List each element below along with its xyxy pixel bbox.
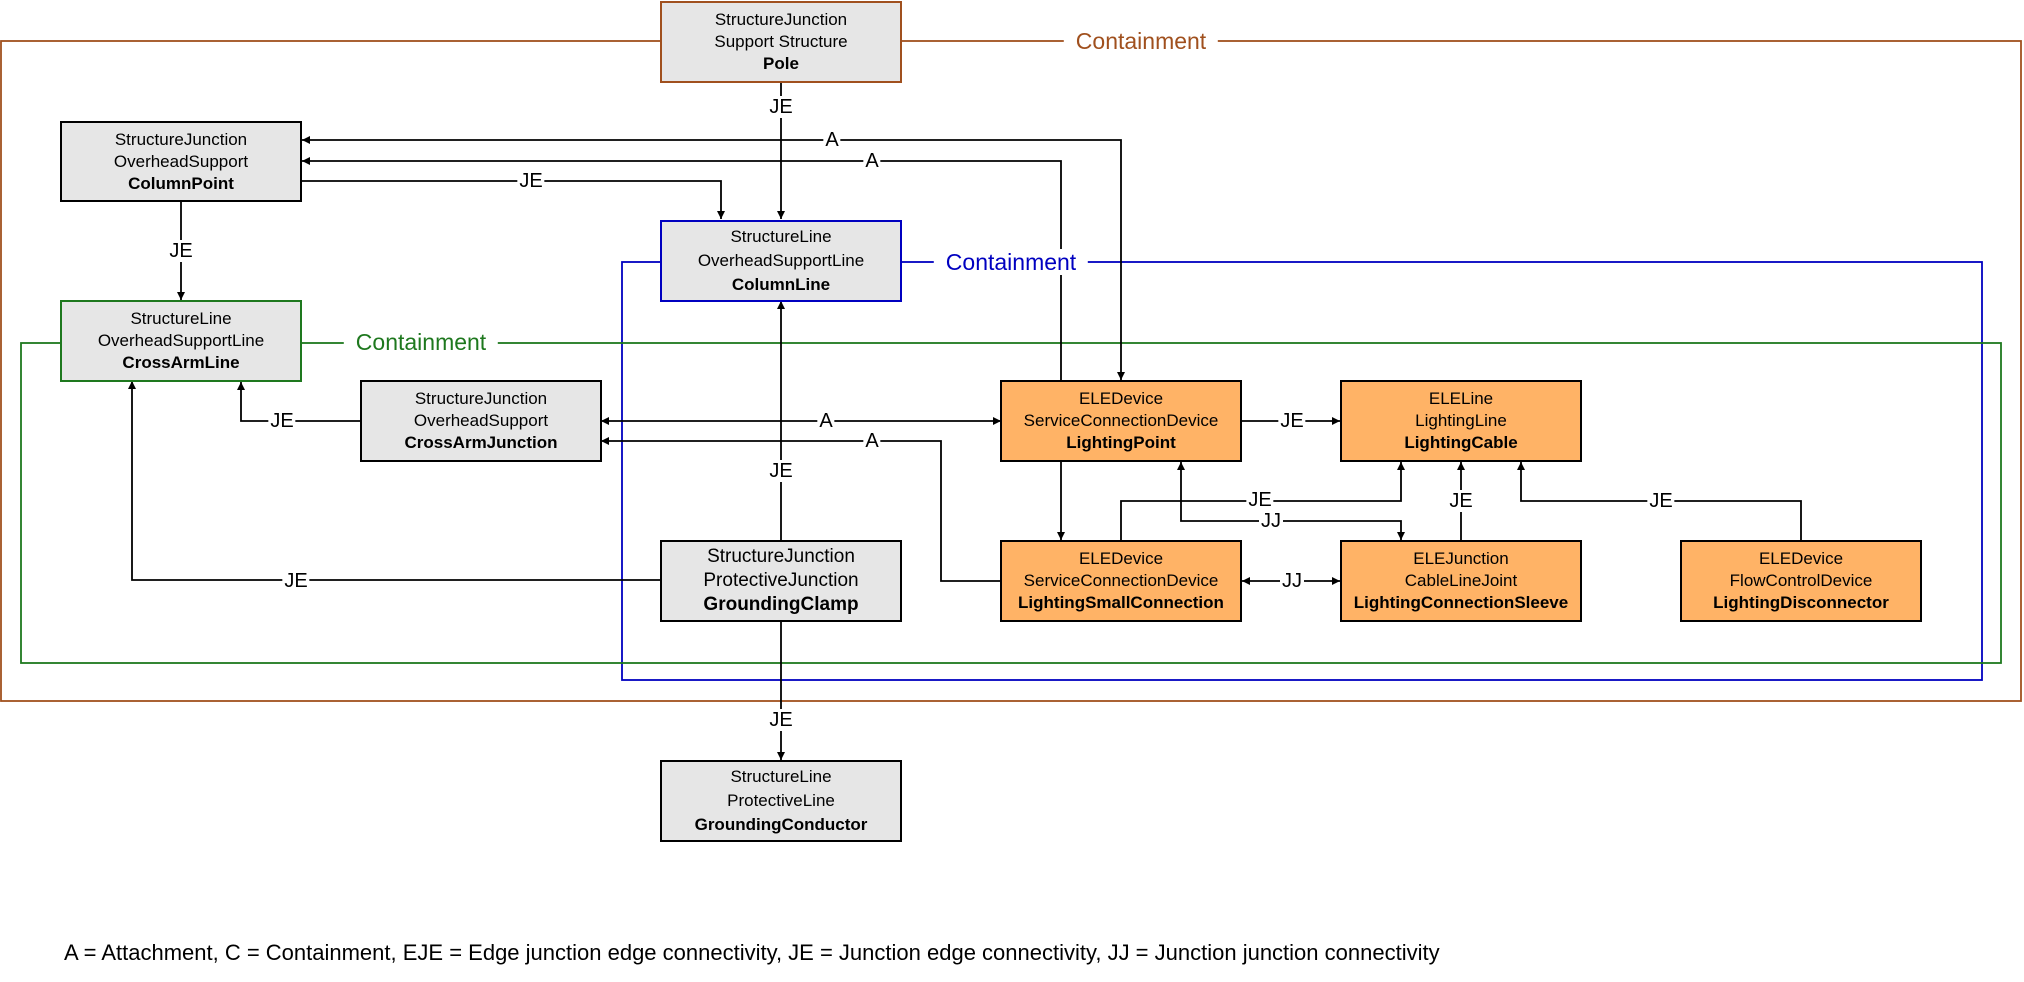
node-column-line-class: StructureLine xyxy=(730,227,832,246)
edge-label-groundingclamp-crossarmline: JE xyxy=(282,570,310,592)
node-cross-arm-line-subtype: OverheadSupportLine xyxy=(97,331,265,350)
edge-crossarmjunction-crossarmline xyxy=(237,382,361,422)
node-cross-arm-junction: StructureJunction OverheadSupport CrossA… xyxy=(360,380,602,462)
edge-label-groundingclamp-groundingconductor: JE xyxy=(767,709,795,731)
node-cross-arm-line-name: CrossArmLine xyxy=(122,353,240,372)
edge-label-crossarmjunction-crossarmline: JE xyxy=(268,410,296,432)
edge-label-lightingsmallconnection-lightingconnectionsleeve: JJ xyxy=(1280,570,1304,592)
node-pole-subtype: Support Structure xyxy=(714,32,848,51)
node-pole: StructureJunction Support Structure Pole xyxy=(660,1,902,83)
node-lighting-cable-class: ELELine xyxy=(1428,389,1494,408)
node-column-point-class: StructureJunction xyxy=(114,129,248,149)
edge-lightingsmallconnection-crossarmjunction xyxy=(601,437,1001,582)
node-column-point: StructureJunction OverheadSupport Column… xyxy=(60,121,302,202)
node-column-line: StructureLine OverheadSupportLine Column… xyxy=(660,220,902,302)
node-lighting-disconnector-class: ELEDevice xyxy=(1758,549,1844,568)
node-lighting-point: ELEDevice ServiceConnectionDevice Lighti… xyxy=(1000,380,1242,462)
node-pole-class: StructureJunction xyxy=(714,10,848,29)
node-lighting-cable-subtype: LightingLine xyxy=(1415,411,1507,430)
node-lighting-small-connection-subtype: ServiceConnectionDevice xyxy=(1023,571,1219,590)
edge-label-lightingsmallconnection-lightingcable: JE xyxy=(1246,489,1274,511)
node-grounding-conductor-subtype: ProtectiveLine xyxy=(727,791,835,810)
node-column-point-name: ColumnPoint xyxy=(128,173,234,193)
containment-label-blue: Containment xyxy=(933,249,1089,275)
node-column-line-name: ColumnLine xyxy=(731,275,831,294)
node-cross-arm-junction-class: StructureJunction xyxy=(414,389,548,408)
node-grounding-clamp-class: StructureJunction xyxy=(707,546,855,567)
node-lighting-connection-sleeve-name: LightingConnectionSleeve xyxy=(1353,593,1569,612)
containment-frame-blue xyxy=(621,261,1983,681)
edge-label-groundingclamp-columnline: JE xyxy=(767,460,795,482)
node-grounding-clamp-name: GroundingClamp xyxy=(703,594,859,615)
edge-lightingpoint-lightingconnectionsleeve xyxy=(1177,462,1405,540)
node-lighting-cable: ELELine LightingLine LightingCable xyxy=(1340,380,1582,462)
node-cross-arm-junction-name: CrossArmJunction xyxy=(404,433,558,452)
edge-label-crossarmjunction-lightingpoint: A xyxy=(817,410,835,432)
edge-label-lightingpoint-lightingcable: JE xyxy=(1278,410,1306,432)
edge-label-columnpoint-crossarmline: JE xyxy=(167,240,195,262)
edge-label-lightingpoint-columnpoint: A xyxy=(863,150,881,172)
edge-label-columnpoint-columnline: JE xyxy=(517,170,545,192)
node-lighting-connection-sleeve-subtype: CableLineJoint xyxy=(1404,571,1518,590)
node-lighting-cable-name: LightingCable xyxy=(1404,433,1518,452)
node-lighting-disconnector-name: LightingDisconnector xyxy=(1713,593,1889,612)
node-lighting-point-class: ELEDevice xyxy=(1078,389,1164,408)
edge-label-columnpoint-lightingpoint: A xyxy=(823,129,841,151)
node-grounding-conductor: StructureLine ProtectiveLine GroundingCo… xyxy=(660,760,902,842)
edge-columnpoint-columnline xyxy=(302,180,725,219)
node-grounding-clamp-subtype: ProtectiveJunction xyxy=(703,570,859,591)
node-lighting-point-name: LightingPoint xyxy=(1066,433,1176,452)
edge-lightingpoint-columnpoint xyxy=(302,157,1062,380)
edge-label-lightingsmallconnection-crossarmjunction: A xyxy=(863,430,881,452)
containment-label-green: Containment xyxy=(343,329,499,355)
legend: A = Attachment, C = Containment, EJE = E… xyxy=(64,940,1440,965)
containment-label-orange: Containment xyxy=(1063,28,1219,54)
node-lighting-small-connection-name: LightingSmallConnection xyxy=(1018,593,1224,612)
edge-label-lightingpoint-lightingconnectionsleeve: JJ xyxy=(1259,510,1283,532)
node-lighting-small-connection-class: ELEDevice xyxy=(1078,549,1164,568)
node-grounding-conductor-name: GroundingConductor xyxy=(694,815,868,834)
node-lighting-connection-sleeve: ELEJunction CableLineJoint LightingConne… xyxy=(1340,540,1582,622)
containment-frame-orange xyxy=(0,40,2022,702)
edge-label-lightingdisconnector-lightingcable: JE xyxy=(1647,490,1675,512)
node-lighting-connection-sleeve-class: ELEJunction xyxy=(1413,549,1509,568)
node-lighting-disconnector: ELEDevice FlowControlDevice LightingDisc… xyxy=(1680,540,1922,622)
edge-label-pole-columnline: JE xyxy=(767,96,795,118)
edge-columnpoint-lightingpoint xyxy=(302,136,1125,380)
node-lighting-point-subtype: ServiceConnectionDevice xyxy=(1023,411,1219,430)
node-cross-arm-line: StructureLine OverheadSupportLine CrossA… xyxy=(60,300,302,382)
node-cross-arm-line-class: StructureLine xyxy=(130,309,232,328)
node-lighting-disconnector-subtype: FlowControlDevice xyxy=(1729,571,1873,590)
edge-groundingclamp-crossarmline xyxy=(128,381,661,581)
edge-label-lightingconnectionsleeve-lightingcable: JE xyxy=(1447,490,1475,512)
node-column-line-subtype: OverheadSupportLine xyxy=(697,251,865,270)
node-column-point-subtype: OverheadSupport xyxy=(113,151,249,171)
node-lighting-small-connection: ELEDevice ServiceConnectionDevice Lighti… xyxy=(1000,540,1242,622)
node-pole-name: Pole xyxy=(763,54,799,73)
node-cross-arm-junction-subtype: OverheadSupport xyxy=(413,411,549,430)
node-grounding-clamp: StructureJunction ProtectiveJunction Gro… xyxy=(660,540,902,622)
node-grounding-conductor-class: StructureLine xyxy=(730,767,832,786)
